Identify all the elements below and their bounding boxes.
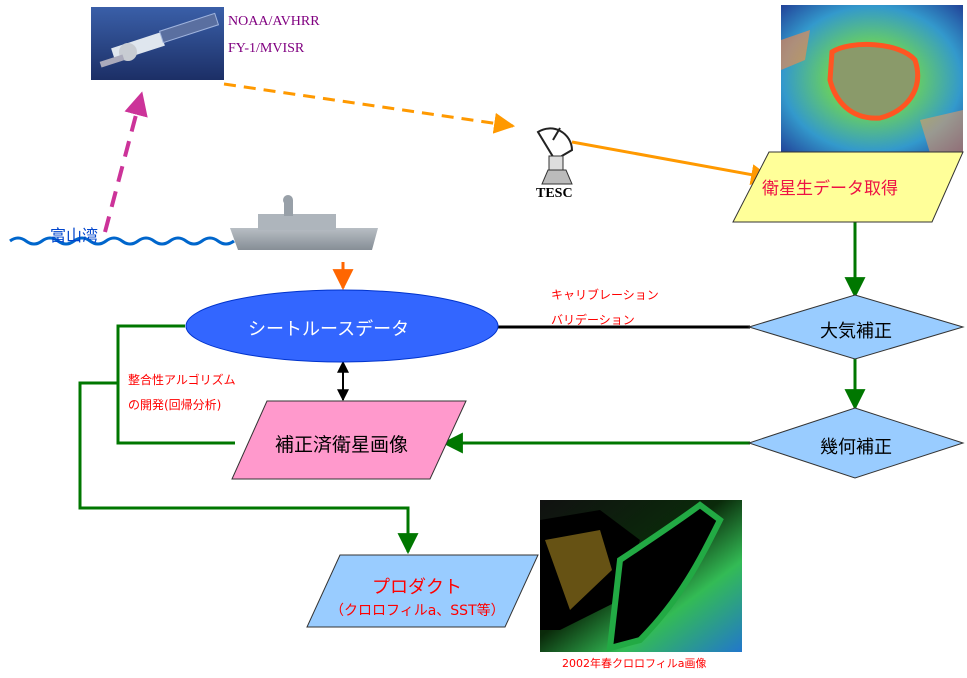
product-label-line2: （クロロフィルa、SST等） [330, 603, 505, 619]
algorithm-label-line2: の開発(回帰分析) [128, 398, 222, 412]
calibration-label: キャリブレーション [551, 288, 659, 302]
geo-correction-shape [747, 407, 965, 479]
satellite-to-station-arrow [223, 82, 516, 134]
satellite-name-line1: NOAA/AVHRR [228, 14, 320, 29]
product-shape [306, 554, 539, 628]
chlorophyll-a-image [540, 500, 742, 653]
sea-truth-label: シートルースデータ [248, 319, 410, 340]
corrected-image-shape [231, 400, 467, 480]
satellite-dish-icon [536, 127, 574, 185]
product-label-line1: プロダクト [372, 577, 462, 598]
bay-label: 富山湾 [50, 226, 99, 245]
ship-image [228, 195, 380, 251]
station-label: TESC [536, 186, 573, 201]
atmos-correction-shape [747, 294, 965, 360]
algorithm-label-line1: 整合性アルゴリズム [128, 373, 236, 387]
satellite-image [91, 7, 224, 80]
raw-data-shape [732, 151, 964, 223]
to-product-line [78, 381, 419, 555]
raw-data-label: 衛星生データ取得 [762, 179, 898, 199]
atmos-correction-label: 大気補正 [820, 321, 892, 342]
geo-correction-label: 幾何補正 [820, 437, 892, 458]
sea-surface-map-image [781, 5, 963, 153]
sea-truth-shape [185, 289, 499, 363]
corrected-image-label: 補正済衛星画像 [275, 434, 409, 456]
bay-to-satellite-arrow [103, 91, 148, 233]
validation-label: バリデーション [551, 313, 635, 327]
satellite-name-line2: FY-1/MVISR [228, 41, 305, 56]
station-to-rawdata-arrow [571, 140, 773, 185]
bay-wave-line [9, 236, 235, 246]
chlorophyll-image-caption: 2002年春クロロフィルa画像 [562, 657, 707, 670]
